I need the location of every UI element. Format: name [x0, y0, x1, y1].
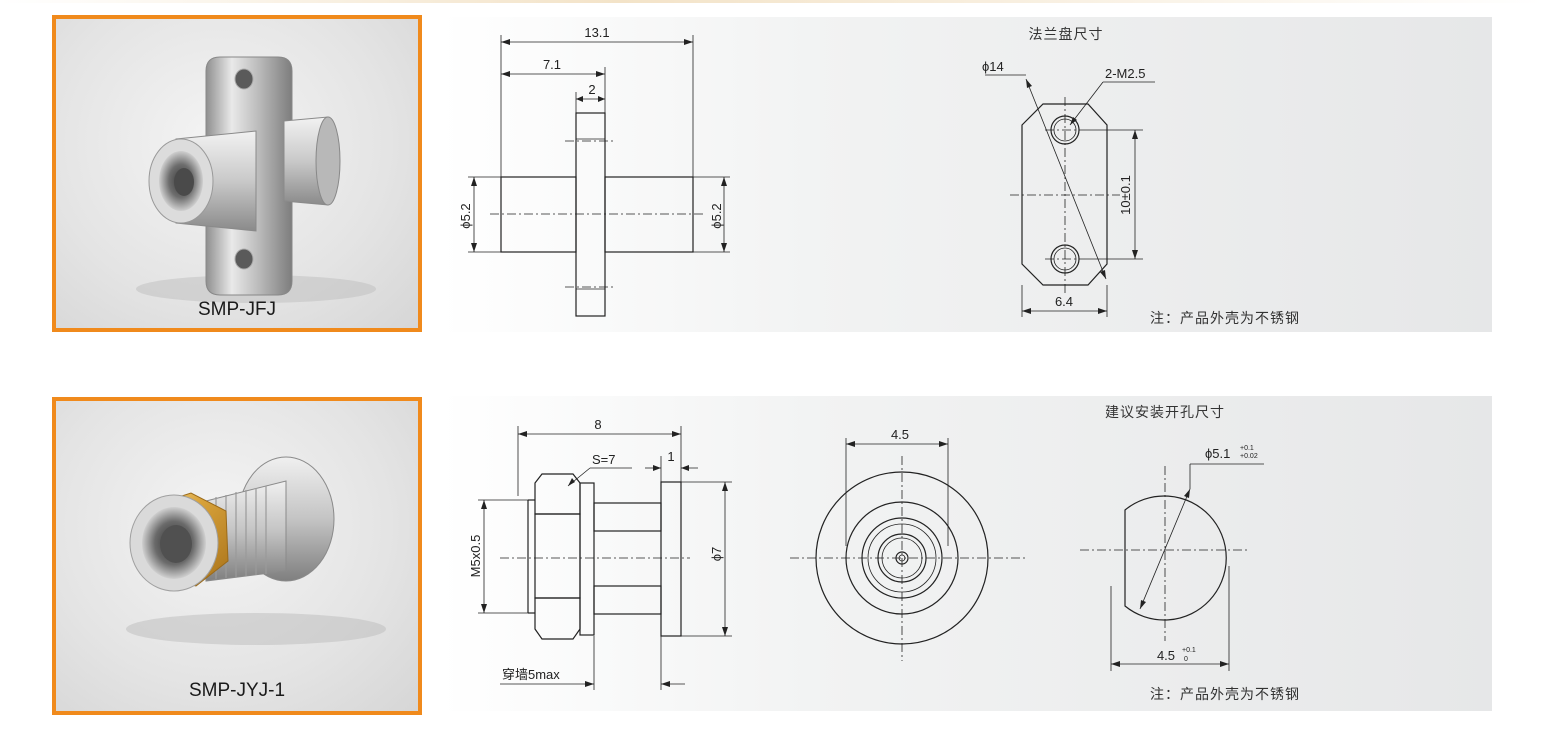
- model-label: SMP-JYJ-1: [188, 680, 286, 701]
- dim-hole-diameter: ϕ5.1: [1205, 446, 1230, 461]
- material-note: 注：产品外壳为不锈钢: [1150, 310, 1300, 327]
- product-photo-frame: SMP-JFJ: [52, 15, 422, 332]
- dim-flange-diameter: ϕ7: [709, 547, 724, 562]
- flange-view: 法兰盘尺寸 ϕ14 2-M2.5: [982, 26, 1155, 317]
- material-note: 注：产品外壳为不锈钢: [1150, 686, 1300, 703]
- technical-drawing-panel: 8 S=7 1 M5x0.5: [440, 396, 1492, 711]
- dim-flange-thickness: 1: [667, 449, 674, 464]
- dim-hole-spacing: 10±0.1: [1118, 175, 1133, 215]
- dim-right-diameter: ϕ5.2: [709, 203, 724, 228]
- dim-flat-width: 4.5: [1157, 648, 1175, 663]
- technical-drawing-smp-jyj-1: 8 S=7 1 M5x0.5: [468, 405, 1300, 703]
- hole-view: 建议安装开孔尺寸 ϕ5.1 +0.1 +0.02 4.5 +0.1 0: [1080, 405, 1264, 671]
- front-view: 4.5: [790, 427, 1025, 661]
- dim-thread: M5x0.5: [468, 535, 483, 578]
- dim-left-diameter: ϕ5.2: [458, 203, 473, 228]
- connector-photo-smp-jyj-1: [126, 456, 386, 645]
- product-photo-frame: SMP-JYJ-1: [52, 397, 422, 715]
- dim-front-diameter: 4.5: [891, 427, 909, 442]
- dim-flange-diameter: ϕ14: [982, 59, 1004, 74]
- dim-flange-offset: 7.1: [543, 57, 561, 72]
- top-divider: [0, 0, 1545, 3]
- connector-photo-smp-jfj: [136, 56, 376, 303]
- dim-threaded-holes: 2-M2.5: [1105, 66, 1145, 81]
- hole-view-title: 建议安装开孔尺寸: [1105, 405, 1225, 421]
- dim-flat-tol-upper: +0.1: [1182, 647, 1196, 654]
- dim-overall-length: 8: [594, 417, 601, 432]
- dim-flange-width: 6.4: [1055, 294, 1073, 309]
- dim-wall-thickness: 穿墙5max: [502, 667, 560, 682]
- flange-view-title: 法兰盘尺寸: [1029, 26, 1104, 43]
- dim-hole-tol-lower: +0.02: [1240, 453, 1258, 460]
- dim-hole-tol-upper: +0.1: [1240, 445, 1254, 452]
- dim-hex-size: S=7: [592, 452, 616, 467]
- technical-drawing-smp-jfj: 13.1 7.1 2 ϕ5.2 ϕ5.2: [458, 25, 1300, 327]
- dim-flat-tol-lower: 0: [1184, 656, 1188, 663]
- technical-drawing-panel: 13.1 7.1 2 ϕ5.2 ϕ5.2: [440, 17, 1492, 332]
- model-label: SMP-JFJ: [197, 299, 277, 320]
- side-view: 8 S=7 1 M5x0.5: [468, 417, 732, 690]
- dim-overall-length: 13.1: [584, 25, 609, 40]
- dim-flange-thickness: 2: [588, 82, 595, 97]
- side-view: 13.1 7.1 2 ϕ5.2 ϕ5.2: [458, 25, 730, 317]
